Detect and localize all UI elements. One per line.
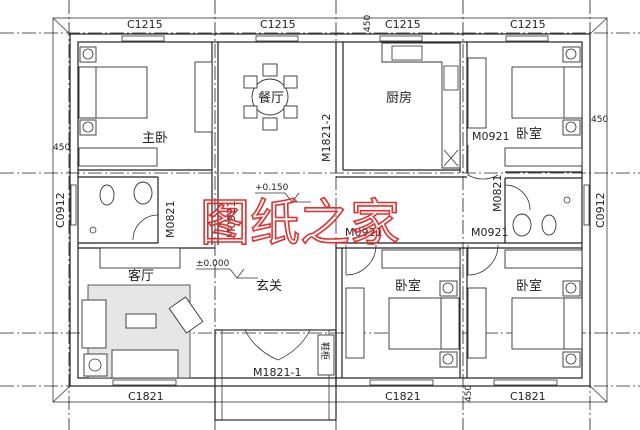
window-marks [70,35,590,386]
door-label: M0821 [491,175,504,213]
window-label: C1215 [385,18,421,31]
dimension-label: 450 [464,385,474,402]
room-label-bedroom: 卧室 [516,126,542,142]
bathrooms [89,181,571,241]
eave-outline [52,17,608,403]
door-label: M0921 [345,226,383,239]
window-label: C1215 [260,18,296,31]
door-label: M0921 [471,226,509,239]
bed-master [78,46,213,167]
window-label: C1215 [510,18,546,31]
window-label: C0912 [54,192,67,228]
level-label-raised: +0.150 [255,183,289,193]
dimension-label: 450 [53,143,70,153]
door-labels: M1821-2 M0921 M0821 M0921 M0921 M0921 M0… [164,114,510,379]
room-label-bedroom: 卧室 [516,278,542,294]
window-label: C1821 [128,390,164,403]
room-label-bedroom: 卧室 [395,278,421,294]
room-label-living: 客厅 [128,268,154,284]
room-label-shoe-cabinet: 鞋柜 [319,342,331,360]
kitchen-counter [381,42,461,169]
door-label: M1821-2 [320,114,333,162]
door-label: M1821-1 [253,366,301,379]
bed-top-right [467,46,583,167]
room-label-entry: 玄关 [256,279,282,294]
room-labels: 主卧 餐厅 厨房 卧室 客厅 玄关 卧室 卧室 鞋柜 [128,90,542,360]
watermark: 图纸之家 [200,194,400,252]
window-label: C1821 [510,390,546,403]
room-label-kitchen: 厨房 [386,90,412,106]
dimension-labels: 450 450 450 450 [53,15,608,402]
room-label-master-bedroom: 主卧 [142,131,168,146]
window-label: C1215 [127,18,163,31]
living-furniture [81,247,204,379]
room-label-dining: 餐厅 [258,90,284,106]
window-label: C1821 [385,390,421,403]
door-label: M0921 [472,130,510,143]
door-label: M0821 [164,201,177,239]
bottom-bedrooms [244,145,583,376]
window-label: C0912 [594,192,607,228]
dimension-label: 450 [363,15,373,32]
level-marks: ±0.000 +0.150 [196,183,311,279]
door-label: M0921 [225,201,238,239]
window-labels: C1215 C1215 C1215 C1215 C1821 C1821 C182… [54,18,607,403]
level-label-floor: ±0.000 [196,259,230,269]
dimension-label: 450 [591,115,608,125]
dining-table [243,63,298,131]
